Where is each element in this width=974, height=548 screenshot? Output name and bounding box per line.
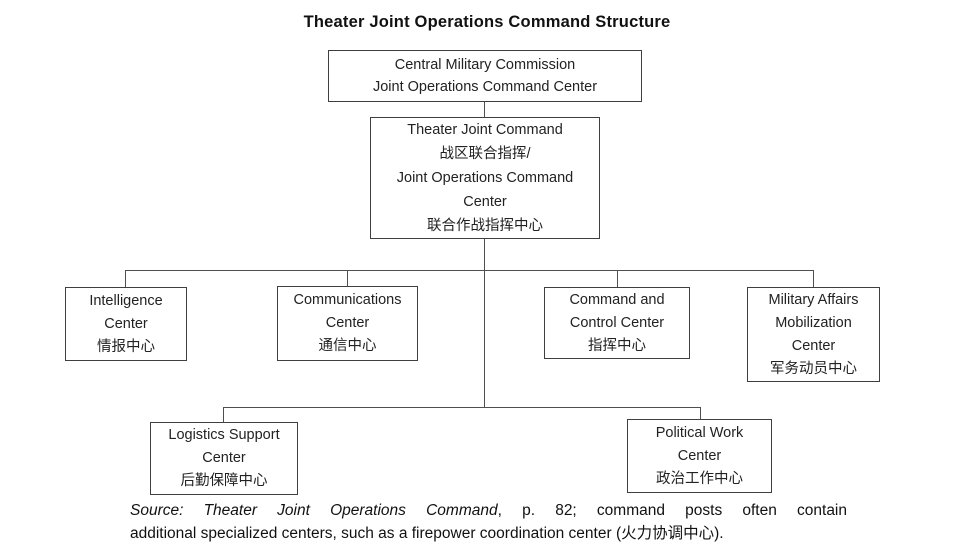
org-box-theater-joint-command: Theater Joint Command 战区联合指挥/ Joint Oper… [370, 117, 600, 239]
box-label-line: Joint Operations Command [396, 170, 574, 186]
box-label-line: Center [202, 450, 246, 466]
connector-cmc-to-theater [484, 102, 485, 117]
box-label-line: 后勤保障中心 [180, 473, 268, 489]
connector-row2-horizontal [223, 407, 701, 408]
box-label-line: 政治工作中心 [656, 470, 743, 487]
source-citation-line-2: additional specialized centers, such as … [130, 524, 724, 542]
connector-drop-military-affairs [813, 270, 814, 287]
chart-title: Theater Joint Operations Command Structu… [303, 13, 671, 31]
org-box-command-and-control-center: Command and Control Center 指挥中心 [544, 287, 690, 359]
box-label-line: Center [463, 194, 507, 210]
box-label-line: 指挥中心 [588, 337, 646, 354]
org-box-logistics-support-center: Logistics Support Center 后勤保障中心 [150, 422, 298, 495]
box-label-line: Mobilization [775, 314, 852, 331]
box-label-line: Theater Joint Command [407, 122, 563, 138]
box-label-line: 情报中心 [97, 338, 155, 355]
org-box-central-military-commission: Central Military Commission Joint Operat… [328, 50, 642, 102]
connector-drop-intelligence [125, 270, 126, 287]
box-label-line: Political Work [655, 424, 744, 441]
org-box-military-affairs-mobilization-center: Military Affairs Mobilization Center 军务动… [747, 287, 880, 382]
source-title-italic: Source: Theater Joint Operations Command [130, 502, 498, 519]
connector-drop-political [700, 407, 701, 419]
box-label-line: Joint Operations Command Center [372, 79, 598, 95]
box-label-line: 战区联合指挥/ [439, 146, 531, 162]
box-label-line: Communications [293, 292, 402, 308]
connector-drop-logistics [223, 407, 224, 422]
box-label-line: Logistics Support [168, 427, 280, 443]
org-box-communications-center: Communications Center 通信中心 [277, 286, 418, 361]
box-label-line: Control Center [569, 314, 665, 331]
box-label-line: Command and [569, 291, 665, 308]
box-label-line: 军务动员中心 [770, 360, 857, 377]
source-line1-regular: , p. 82; command posts often contain [497, 502, 847, 519]
box-label-line: Center [677, 447, 722, 464]
connector-drop-communications [347, 270, 348, 286]
connector-row1-horizontal [125, 270, 814, 271]
connector-drop-command-control [617, 270, 618, 287]
source-citation-line-1: Source: Theater Joint Operations Command… [130, 500, 847, 523]
org-box-political-work-center: Political Work Center 政治工作中心 [627, 419, 772, 493]
box-label-line: Center [325, 315, 370, 331]
box-label-line: Center [791, 337, 836, 354]
connector-theater-trunk [484, 238, 485, 407]
org-box-intelligence-center: Intelligence Center 情报中心 [65, 287, 187, 361]
box-label-line: Intelligence [89, 292, 163, 309]
box-label-line: Military Affairs [768, 291, 859, 308]
box-label-line: Central Military Commission [394, 57, 576, 73]
source-citation: Source: Theater Joint Operations Command… [130, 500, 847, 545]
box-label-line: 通信中心 [318, 338, 377, 354]
box-label-line: 联合作战指挥中心 [427, 218, 543, 234]
box-label-line: Center [104, 315, 148, 332]
